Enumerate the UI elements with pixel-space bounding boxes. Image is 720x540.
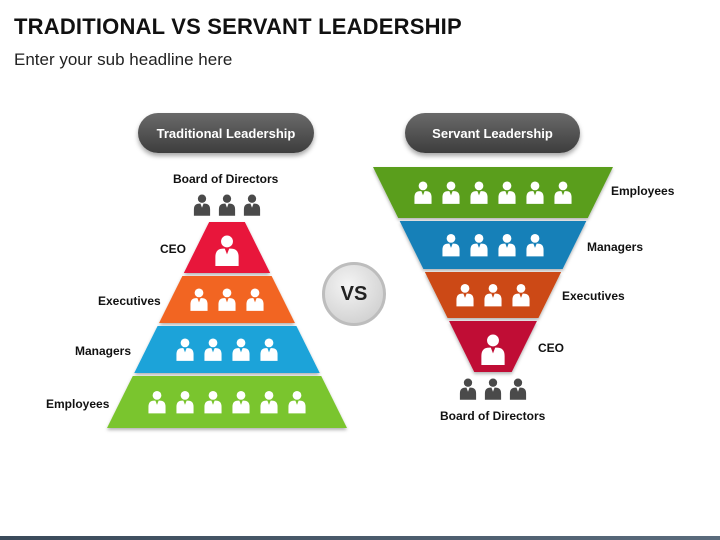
traditional-band-managers <box>134 326 320 373</box>
servant-band-ceo <box>449 321 537 372</box>
traditional-board-person-icon <box>243 194 261 216</box>
servant-band-managers <box>399 221 587 269</box>
traditional-board-person-icon <box>218 194 236 216</box>
servant-band-employees <box>373 167 613 218</box>
servant-board-person-icon <box>484 378 502 400</box>
traditional-label-board: Board of Directors <box>173 172 279 186</box>
page-subtitle: Enter your sub headline here <box>14 50 233 69</box>
servant-label-board: Board of Directors <box>440 409 546 423</box>
vs-badge: VS <box>322 262 386 326</box>
servant-board-person-icon <box>459 378 477 400</box>
traditional-label-employees: Employees <box>46 397 110 411</box>
servant-leadership-heading: Servant Leadership <box>405 113 580 153</box>
servant-board-person-icon <box>509 378 527 400</box>
traditional-label-ceo: CEO <box>160 242 187 256</box>
servant-label-executives: Executives <box>562 289 625 303</box>
traditional-band-employees <box>107 376 347 428</box>
footer-bar <box>0 536 720 540</box>
traditional-label-managers: Managers <box>75 344 132 358</box>
servant-band-executives <box>424 272 562 318</box>
servant-label-ceo: CEO <box>538 341 565 355</box>
servant-label-employees: Employees <box>611 184 675 198</box>
traditional-label-executives: Executives <box>98 294 161 308</box>
traditional-band-ceo <box>183 222 271 273</box>
traditional-leadership-heading: Traditional Leadership <box>138 113 314 153</box>
traditional-band-executives <box>159 276 295 323</box>
traditional-board-person-icon <box>193 194 211 216</box>
servant-label-managers: Managers <box>587 240 644 254</box>
page-title: TRADITIONAL VS SERVANT LEADERSHIP <box>14 14 462 39</box>
